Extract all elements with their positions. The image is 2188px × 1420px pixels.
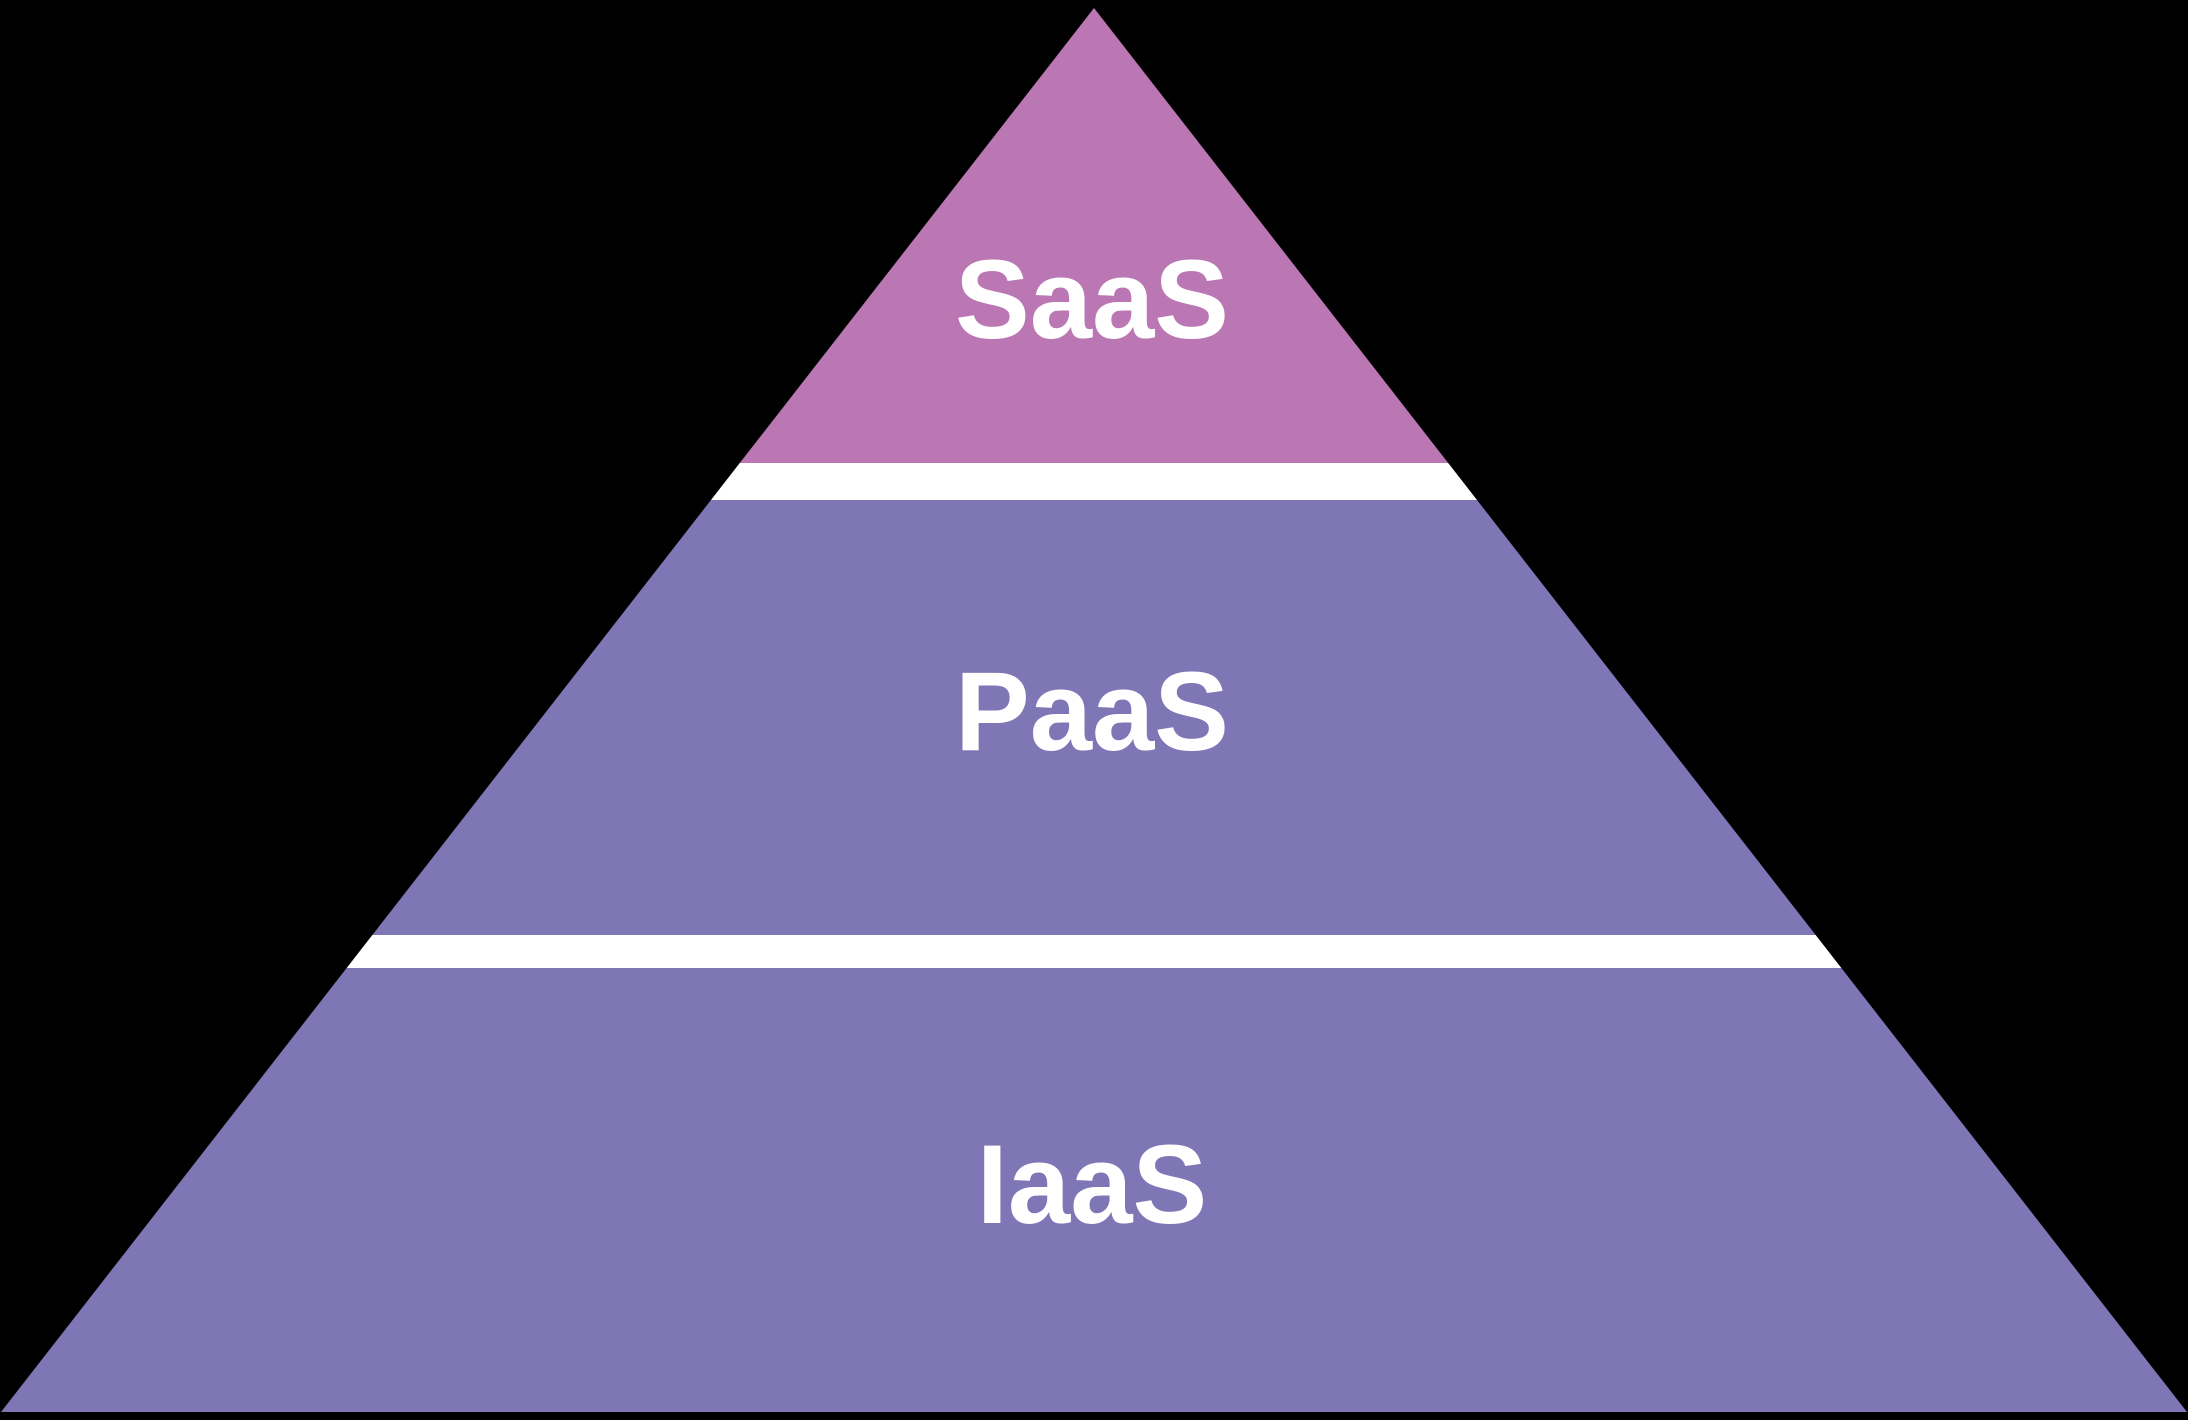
layer-label-saas: SaaS [955, 237, 1229, 362]
layer-label-iaas: IaaS [977, 1122, 1207, 1247]
layer-label-paas: PaaS [955, 649, 1229, 774]
layer-iaas [1, 968, 2187, 1412]
